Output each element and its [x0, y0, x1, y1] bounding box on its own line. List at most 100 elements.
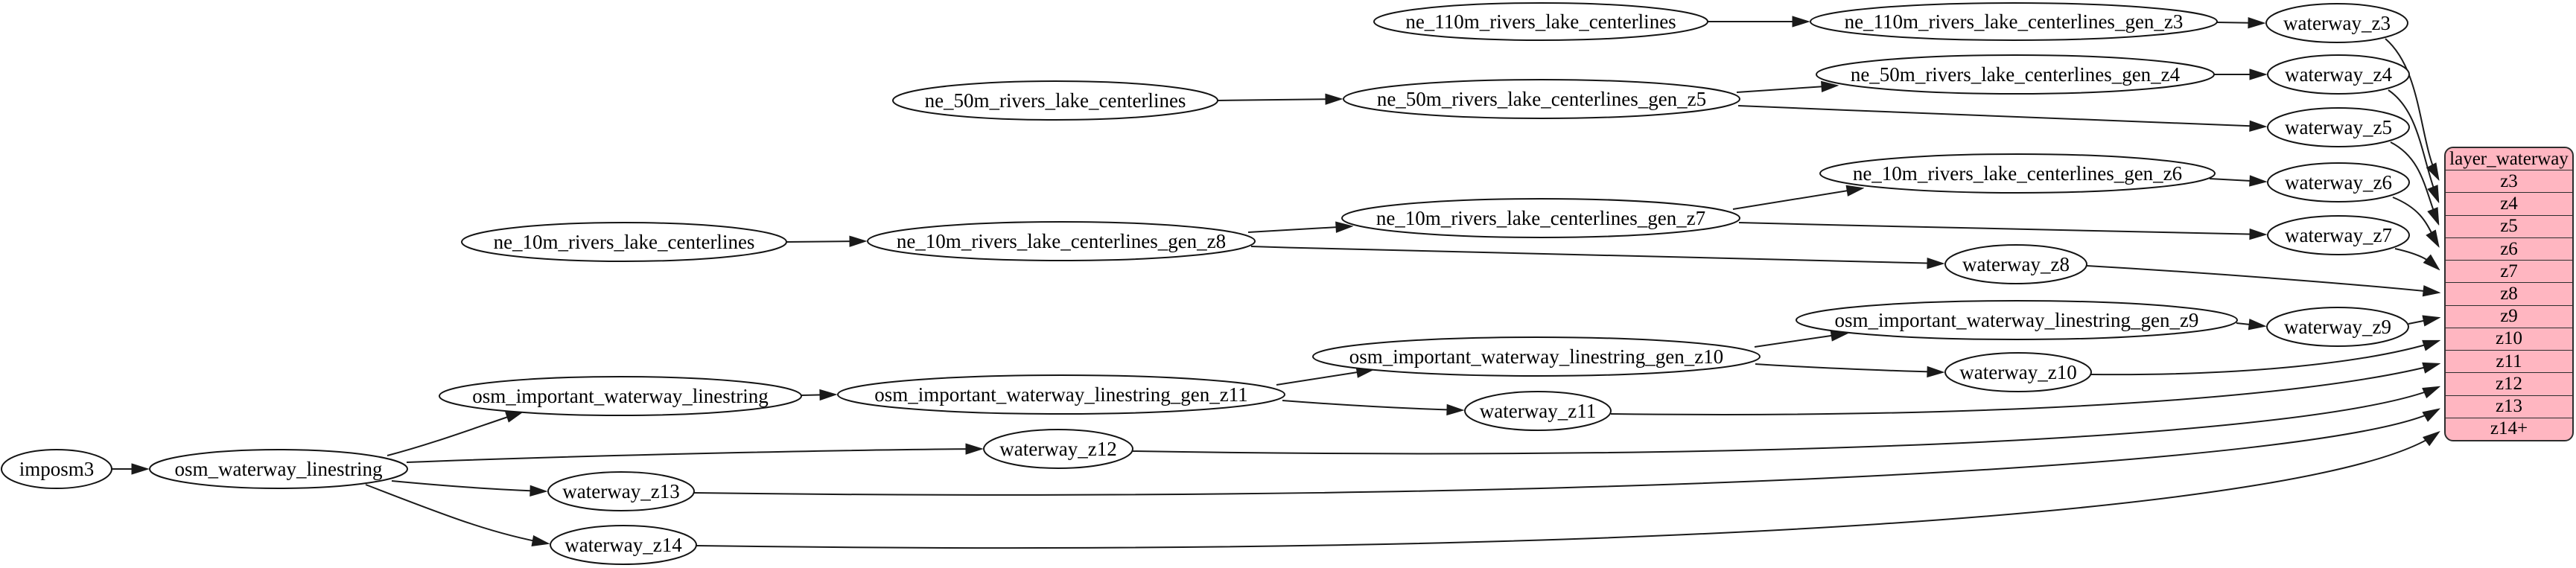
- edge-waterway_z14-row_z14plus: [696, 433, 2438, 549]
- node-label: waterway_z6: [2285, 171, 2392, 194]
- node-ne_10m_rivers_lake_centerlines_gen_z7: ne_10m_rivers_lake_centerlines_gen_z7: [1341, 198, 1740, 238]
- edge-waterway_z5-row_z5: [2390, 141, 2438, 223]
- node-ne_110m_rivers_lake_centerlines_gen_z3: ne_110m_rivers_lake_centerlines_gen_z3: [1810, 2, 2218, 41]
- node-ne_50m_rivers_lake_centerlines_gen_z5: ne_50m_rivers_lake_centerlines_gen_z5: [1343, 79, 1740, 119]
- node-ne_10m_rivers_lake_centerlines_gen_z6: ne_10m_rivers_lake_centerlines_gen_z6: [1819, 153, 2216, 194]
- node-ellipse: [2267, 162, 2410, 202]
- node-ellipse: [1796, 300, 2238, 340]
- table-row-z12: z12: [2446, 372, 2572, 395]
- node-label: osm_important_waterway_linestring_gen_z9: [1835, 309, 2199, 331]
- table-row-z11: z11: [2446, 350, 2572, 372]
- edge-gen_z7-gen_z6: [1732, 188, 1862, 210]
- edge-waterway_z12-row_z12: [1132, 387, 2438, 455]
- node-label: ne_50m_rivers_lake_centerlines_gen_z4: [1851, 63, 2181, 86]
- edge-waterway_z8-row_z8: [2086, 265, 2438, 293]
- node-ellipse: [461, 222, 787, 262]
- node-waterway_z7: waterway_z7: [2267, 215, 2410, 255]
- node-ellipse: [2267, 215, 2410, 255]
- node-ellipse: [1373, 2, 1708, 41]
- node-label: waterway_z8: [1962, 253, 2070, 275]
- node-ellipse: [1, 449, 112, 489]
- table-row-z4: z4: [2446, 192, 2572, 214]
- edge-waterway_z3-row_z3: [2385, 38, 2438, 179]
- node-ne_10m_rivers_lake_centerlines: ne_10m_rivers_lake_centerlines: [461, 222, 787, 262]
- edge-osm_waterway_linestring-waterway_z13: [391, 480, 545, 491]
- node-waterway_z11: waterway_z11: [1464, 391, 1612, 431]
- edge-osm_waterway_linestring-waterway_z12: [406, 449, 981, 463]
- edge-ne_50m-gen_z5: [1217, 99, 1341, 100]
- table-row-z9: z9: [2446, 304, 2572, 328]
- node-waterway_z3: waterway_z3: [2265, 3, 2408, 43]
- edge-gen_z11-waterway_z11: [1282, 400, 1462, 410]
- node-label: osm_waterway_linestring: [175, 458, 383, 480]
- node-label: ne_50m_rivers_lake_centerlines: [925, 89, 1186, 112]
- node-waterway_z12: waterway_z12: [983, 429, 1133, 469]
- nodes-layer: imposm3 osm_waterway_linestring osm_impo…: [1, 2, 2410, 565]
- edge-gen_z5-gen_z4: [1736, 86, 1836, 93]
- node-ellipse: [837, 374, 1285, 415]
- table-row-z13: z13: [2446, 395, 2572, 418]
- edge-ne_10m-gen_z8: [786, 241, 865, 242]
- edge-osm_waterway_linestring-waterway_z14: [365, 484, 547, 543]
- node-ellipse: [439, 376, 802, 416]
- node-label: waterway_z11: [1480, 400, 1596, 422]
- node-ellipse: [983, 429, 1133, 469]
- node-label: waterway_z10: [1959, 361, 2076, 383]
- edge-gen_z10-waterway_z10: [1755, 363, 1942, 372]
- table-row-z5: z5: [2446, 214, 2572, 237]
- node-ellipse: [1312, 336, 1761, 377]
- edge-gen_z10-gen_z9: [1754, 334, 1846, 348]
- node-ne_110m_rivers_lake_centerlines: ne_110m_rivers_lake_centerlines: [1373, 2, 1708, 41]
- node-ellipse: [1341, 198, 1740, 238]
- edge-waterway_z13-row_z13: [693, 409, 2438, 496]
- node-label: osm_important_waterway_linestring_gen_z1…: [1349, 345, 1723, 368]
- node-label: ne_10m_rivers_lake_centerlines_gen_z8: [897, 230, 1226, 252]
- node-ellipse: [2267, 107, 2410, 147]
- node-ellipse: [1810, 2, 2218, 41]
- node-ellipse: [2267, 54, 2410, 95]
- node-waterway_z5: waterway_z5: [2267, 107, 2410, 147]
- edge-gen_z3-waterway_z3: [2216, 22, 2263, 23]
- node-imposm3: imposm3: [1, 449, 112, 489]
- node-waterway_z4: waterway_z4: [2267, 54, 2410, 95]
- node-label: ne_110m_rivers_lake_centerlines_gen_z3: [1845, 10, 2184, 33]
- node-ellipse: [1944, 352, 2092, 392]
- node-label: osm_important_waterway_linestring_gen_z1…: [874, 383, 1247, 406]
- node-waterway_z10: waterway_z10: [1944, 352, 2092, 392]
- node-label: osm_important_waterway_linestring: [472, 385, 768, 407]
- edge-waterway_z11-row_z11: [1610, 364, 2438, 415]
- edges-layer: [112, 22, 2438, 549]
- edge-gen_z7-waterway_z7: [1738, 222, 2265, 234]
- node-label: ne_10m_rivers_lake_centerlines: [494, 231, 755, 253]
- table-row-z8: z8: [2446, 282, 2572, 304]
- node-ellipse: [1944, 244, 2087, 284]
- node-ellipse: [2265, 3, 2408, 43]
- layer-waterway-table: layer_waterway z3 z4 z5 z6 z7 z8 z9 z10 …: [2444, 147, 2574, 441]
- table-row-z7: z7: [2446, 260, 2572, 282]
- node-label: waterway_z9: [2284, 316, 2391, 338]
- node-ellipse: [1819, 153, 2216, 194]
- node-waterway_z9: waterway_z9: [2266, 307, 2409, 347]
- node-label: ne_110m_rivers_lake_centerlines: [1405, 10, 1676, 33]
- node-ellipse: [547, 471, 695, 511]
- node-ellipse: [550, 525, 697, 565]
- node-ellipse: [867, 221, 1256, 261]
- node-osm_important_waterway_linestring_gen_z9: osm_important_waterway_linestring_gen_z9: [1796, 300, 2238, 340]
- edge-gen_z8-waterway_z8: [1250, 246, 1942, 264]
- edge-gen_z11-gen_z10: [1276, 370, 1372, 386]
- node-ellipse: [2266, 307, 2409, 347]
- node-label: waterway_z3: [2283, 12, 2391, 34]
- node-label: waterway_z5: [2285, 116, 2392, 138]
- node-label: waterway_z14: [565, 534, 682, 556]
- edge-gen_z6-waterway_z6: [2209, 179, 2265, 182]
- node-osm_waterway_linestring: osm_waterway_linestring: [149, 449, 408, 489]
- edge-gen_z9-waterway_z9: [2236, 323, 2264, 326]
- node-ne_10m_rivers_lake_centerlines_gen_z8: ne_10m_rivers_lake_centerlines_gen_z8: [867, 221, 1256, 261]
- edge-waterway_z4-row_z4: [2388, 89, 2438, 201]
- node-waterway_z8: waterway_z8: [1944, 244, 2087, 284]
- node-label: ne_10m_rivers_lake_centerlines_gen_z6: [1853, 162, 2182, 185]
- node-waterway_z13: waterway_z13: [547, 471, 695, 511]
- edge-waterway_z10-row_z10: [2090, 341, 2438, 376]
